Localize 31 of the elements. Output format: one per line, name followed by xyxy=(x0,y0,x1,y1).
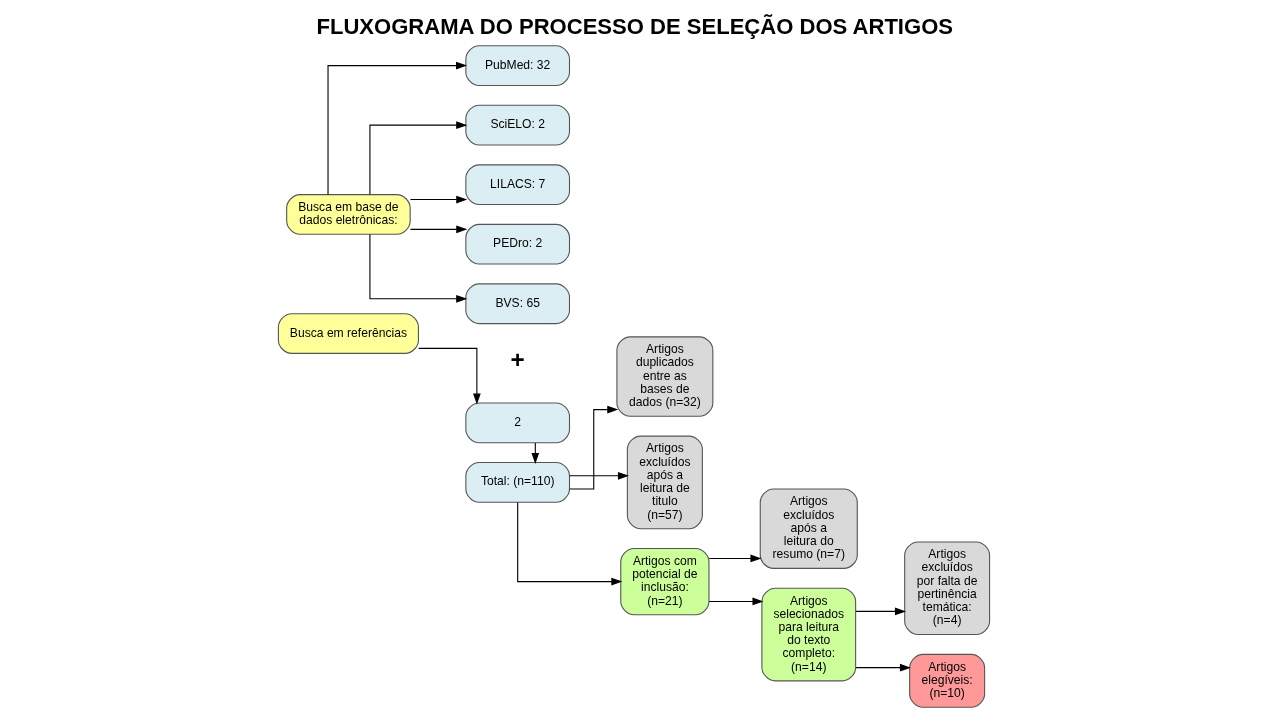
arrow xyxy=(517,501,623,586)
arrow xyxy=(569,405,619,490)
node-box: BVS: 65 xyxy=(465,283,571,325)
arrow xyxy=(369,121,468,195)
node-box: LILACS: 7 xyxy=(465,164,571,206)
node-box: PEDro: 2 xyxy=(465,223,571,265)
label: + xyxy=(510,346,525,374)
arrow xyxy=(418,347,481,405)
node-box: Artigos selecionados para leitura do texto completo: (n=14) xyxy=(761,587,857,682)
node-box: Total: (n=110) xyxy=(465,462,571,503)
node-box: Busca em referências xyxy=(277,313,419,354)
arrow xyxy=(569,471,629,480)
node-box: Artigos com potencial de inclusão: (n=21) xyxy=(620,548,710,616)
node-box: PubMed: 32 xyxy=(465,45,571,86)
node-box: Busca em base de dados eletrônicas: xyxy=(286,194,411,235)
arrow xyxy=(855,607,906,616)
node-box: Artigos excluídos após a leitura do resumo (n=7) xyxy=(759,488,858,569)
node-box: SciELO: 2 xyxy=(465,104,571,146)
node-box: Artigos excluídos após a leitura de titulo (n=57) xyxy=(626,435,703,530)
arrow xyxy=(327,61,467,195)
arrow xyxy=(409,195,468,204)
arrow xyxy=(708,554,762,563)
node-box: Artigos elegíveis: (n=10) xyxy=(909,653,986,708)
arrow xyxy=(369,233,468,303)
arrow xyxy=(855,663,911,672)
arrow xyxy=(409,225,468,234)
arrow xyxy=(708,597,764,606)
node-box: Artigos duplicados entre as bases de dados (n=32) xyxy=(616,336,714,417)
node-box: Artigos excluídos por falta de pertinência temática: (n=4) xyxy=(904,541,991,636)
node-box: 2 xyxy=(465,402,571,444)
diagram-title: FLUXOGRAMA DO PROCESSO DE SELEÇÃO DOS ARTIGOS xyxy=(316,13,954,39)
